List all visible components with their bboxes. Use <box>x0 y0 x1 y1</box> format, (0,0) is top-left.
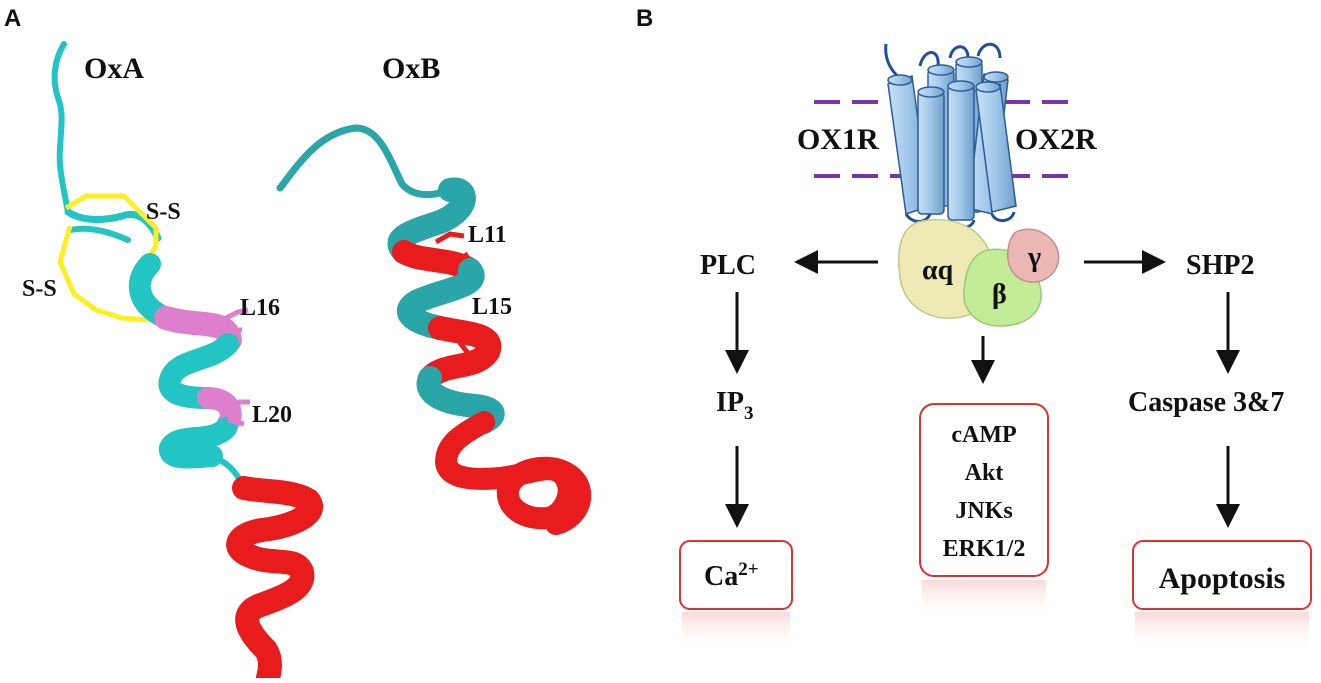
oxb-structure <box>276 124 592 535</box>
apoptosis-box-reflection <box>1135 612 1309 652</box>
kinase-item-camp: cAMP <box>951 422 1016 448</box>
apoptosis-box <box>1132 540 1312 610</box>
calcium-box-reflection <box>682 612 790 652</box>
calcium-label: Ca2+ <box>704 559 759 592</box>
l11-label: L11 <box>468 222 507 248</box>
caspase-label: Caspase 3&7 <box>1128 387 1284 418</box>
ss-bond-2 <box>57 225 151 323</box>
calcium-box <box>679 540 793 610</box>
panel-a-label: A <box>4 5 21 32</box>
ip3-label: IP3 <box>716 387 754 424</box>
oxa-structure <box>51 41 323 683</box>
ss-label-lower: S-S <box>22 276 57 302</box>
apoptosis-label: Apoptosis <box>1159 562 1286 595</box>
g-alpha-q-label: αq <box>922 255 954 286</box>
l16-label: L16 <box>240 295 280 321</box>
l20-label: L20 <box>252 402 292 428</box>
kinase-item-akt: Akt <box>965 460 1004 486</box>
panel-b-label: B <box>636 5 653 32</box>
pathway-arrows <box>725 250 1240 528</box>
oxb-title: OxB <box>382 52 440 85</box>
g-beta-label: β <box>992 279 1007 310</box>
l15-label: L15 <box>472 294 512 320</box>
orexin-receptor-icon <box>884 42 1017 229</box>
plc-label: PLC <box>700 250 756 281</box>
kinase-item-jnks: JNKs <box>955 498 1012 524</box>
ox1r-label: OX1R <box>797 123 879 156</box>
kinase-list: cAMP Akt JNKs ERK1/2 <box>943 422 1026 562</box>
g-gamma-label: γ <box>1027 242 1041 273</box>
kinase-item-erk: ERK1/2 <box>943 536 1026 562</box>
g-protein-complex <box>898 218 1060 327</box>
ox2r-label: OX2R <box>1015 123 1097 156</box>
ss-label-upper: S-S <box>146 199 181 225</box>
oxa-title: OxA <box>84 52 144 85</box>
kinase-box-reflection <box>922 580 1046 620</box>
kinase-box <box>919 403 1049 577</box>
shp2-label: SHP2 <box>1186 250 1254 281</box>
g-gamma-subunit <box>1006 228 1060 283</box>
